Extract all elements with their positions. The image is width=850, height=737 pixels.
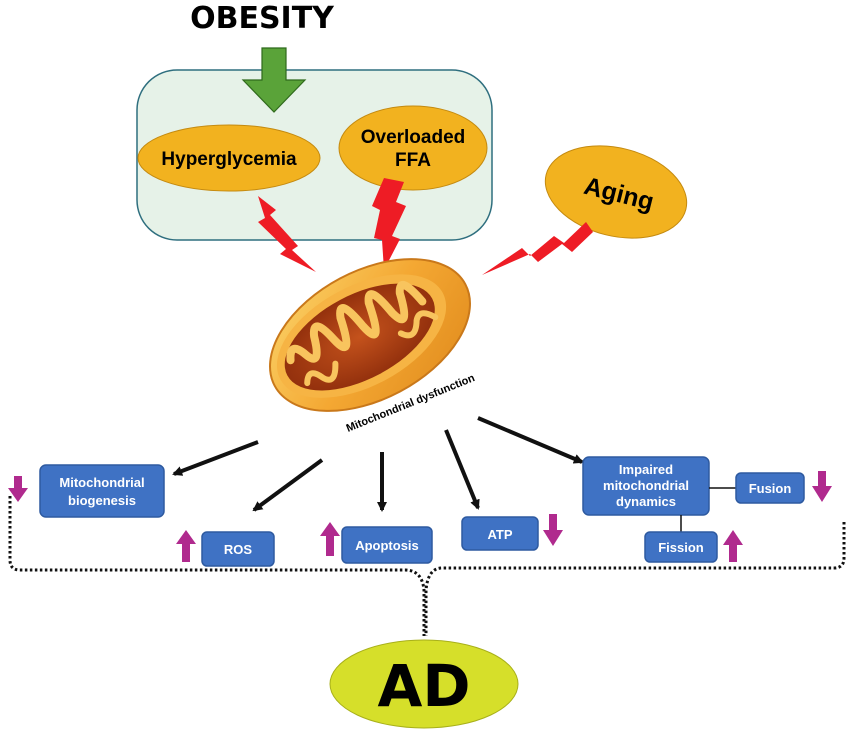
up-arrow-icon [176, 530, 196, 562]
dynamics-label-line2: mitochondrial [603, 478, 689, 493]
ffa-label-line1: Overloaded [361, 127, 466, 148]
arrow-to-dynamics [477, 416, 584, 464]
biogenesis-box [39, 464, 165, 518]
fission-label: Fission [658, 540, 704, 555]
obesity-title: OBESITY [190, 1, 335, 36]
down-arrow-icon [8, 476, 28, 502]
ad-label: AD [377, 652, 470, 720]
apoptosis-box [341, 526, 433, 564]
hyperglycemia-oval [137, 124, 321, 192]
fusion-box [735, 472, 805, 504]
arrow-to-ros [252, 458, 324, 512]
ros-label: ROS [224, 542, 253, 557]
fusion-label: Fusion [749, 481, 792, 496]
hyperglycemia-label: Hyperglycemia [161, 149, 297, 170]
apoptosis-label: Apoptosis [355, 538, 419, 553]
lightning-bolt-icon [258, 196, 316, 272]
dynamics-label-line1: Impaired [619, 462, 673, 477]
biogenesis-label-line1: Mitochondrial [59, 475, 144, 490]
mitochondrion-icon [269, 258, 471, 412]
dotted-brace [8, 496, 846, 636]
fission-box [644, 531, 718, 563]
arrow-to-biogenesis [172, 440, 259, 476]
biogenesis-label-line2: biogenesis [68, 493, 136, 508]
ros-box [201, 531, 275, 567]
ffa-label-line2: FFA [395, 150, 431, 171]
arrow-to-atp [444, 429, 480, 510]
atp-label: ATP [487, 527, 512, 542]
up-arrow-icon [723, 530, 743, 562]
down-arrow-icon [543, 514, 563, 546]
ffa-oval [338, 105, 488, 191]
atp-box [461, 516, 539, 551]
green-arrow-icon [241, 47, 307, 113]
up-arrow-icon [320, 522, 340, 556]
ad-oval [329, 639, 519, 729]
lightning-bolt-icon [372, 178, 406, 270]
down-arrow-icon [812, 471, 832, 502]
aging-oval [544, 145, 688, 239]
dynamics-box [582, 456, 710, 516]
dynamics-label-line3: dynamics [616, 494, 676, 509]
lightning-bolt-icon [482, 222, 593, 275]
